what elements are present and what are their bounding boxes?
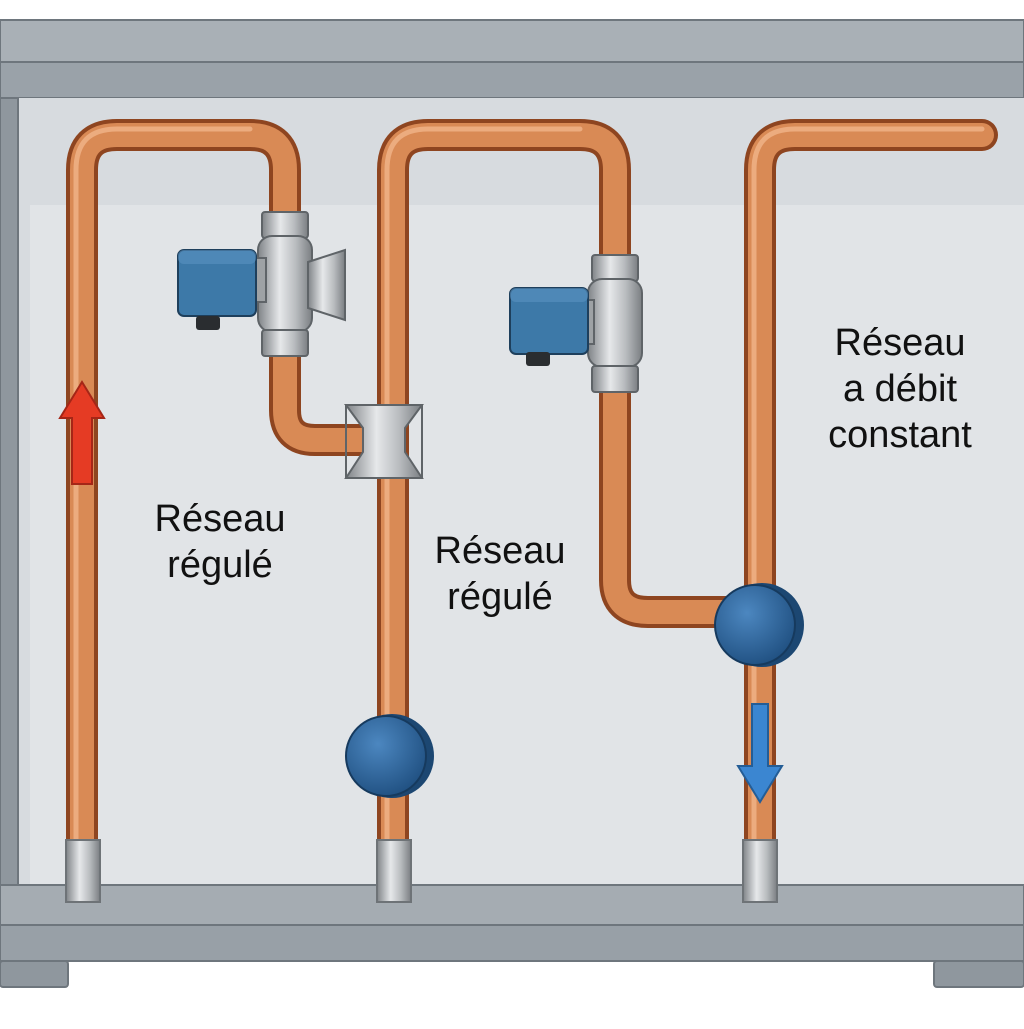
valve-actuator <box>509 287 589 366</box>
arrow-up-icon <box>58 380 106 485</box>
label-regulated-network-middle: Réseau régulé <box>434 530 566 618</box>
pump-middle <box>345 714 434 798</box>
cabinet <box>0 19 1024 988</box>
pipe-sleeves <box>65 839 778 903</box>
pump-right <box>714 583 804 667</box>
valve-actuator <box>177 249 257 330</box>
label-regulated-network-left: Réseau régulé <box>154 498 286 586</box>
tee-fitting <box>344 404 424 479</box>
arrow-down-icon <box>736 703 784 804</box>
three-way-valve <box>245 211 346 357</box>
two-way-valve <box>577 254 643 393</box>
label-constant-flow-network: Réseau a débit constant <box>828 322 972 456</box>
